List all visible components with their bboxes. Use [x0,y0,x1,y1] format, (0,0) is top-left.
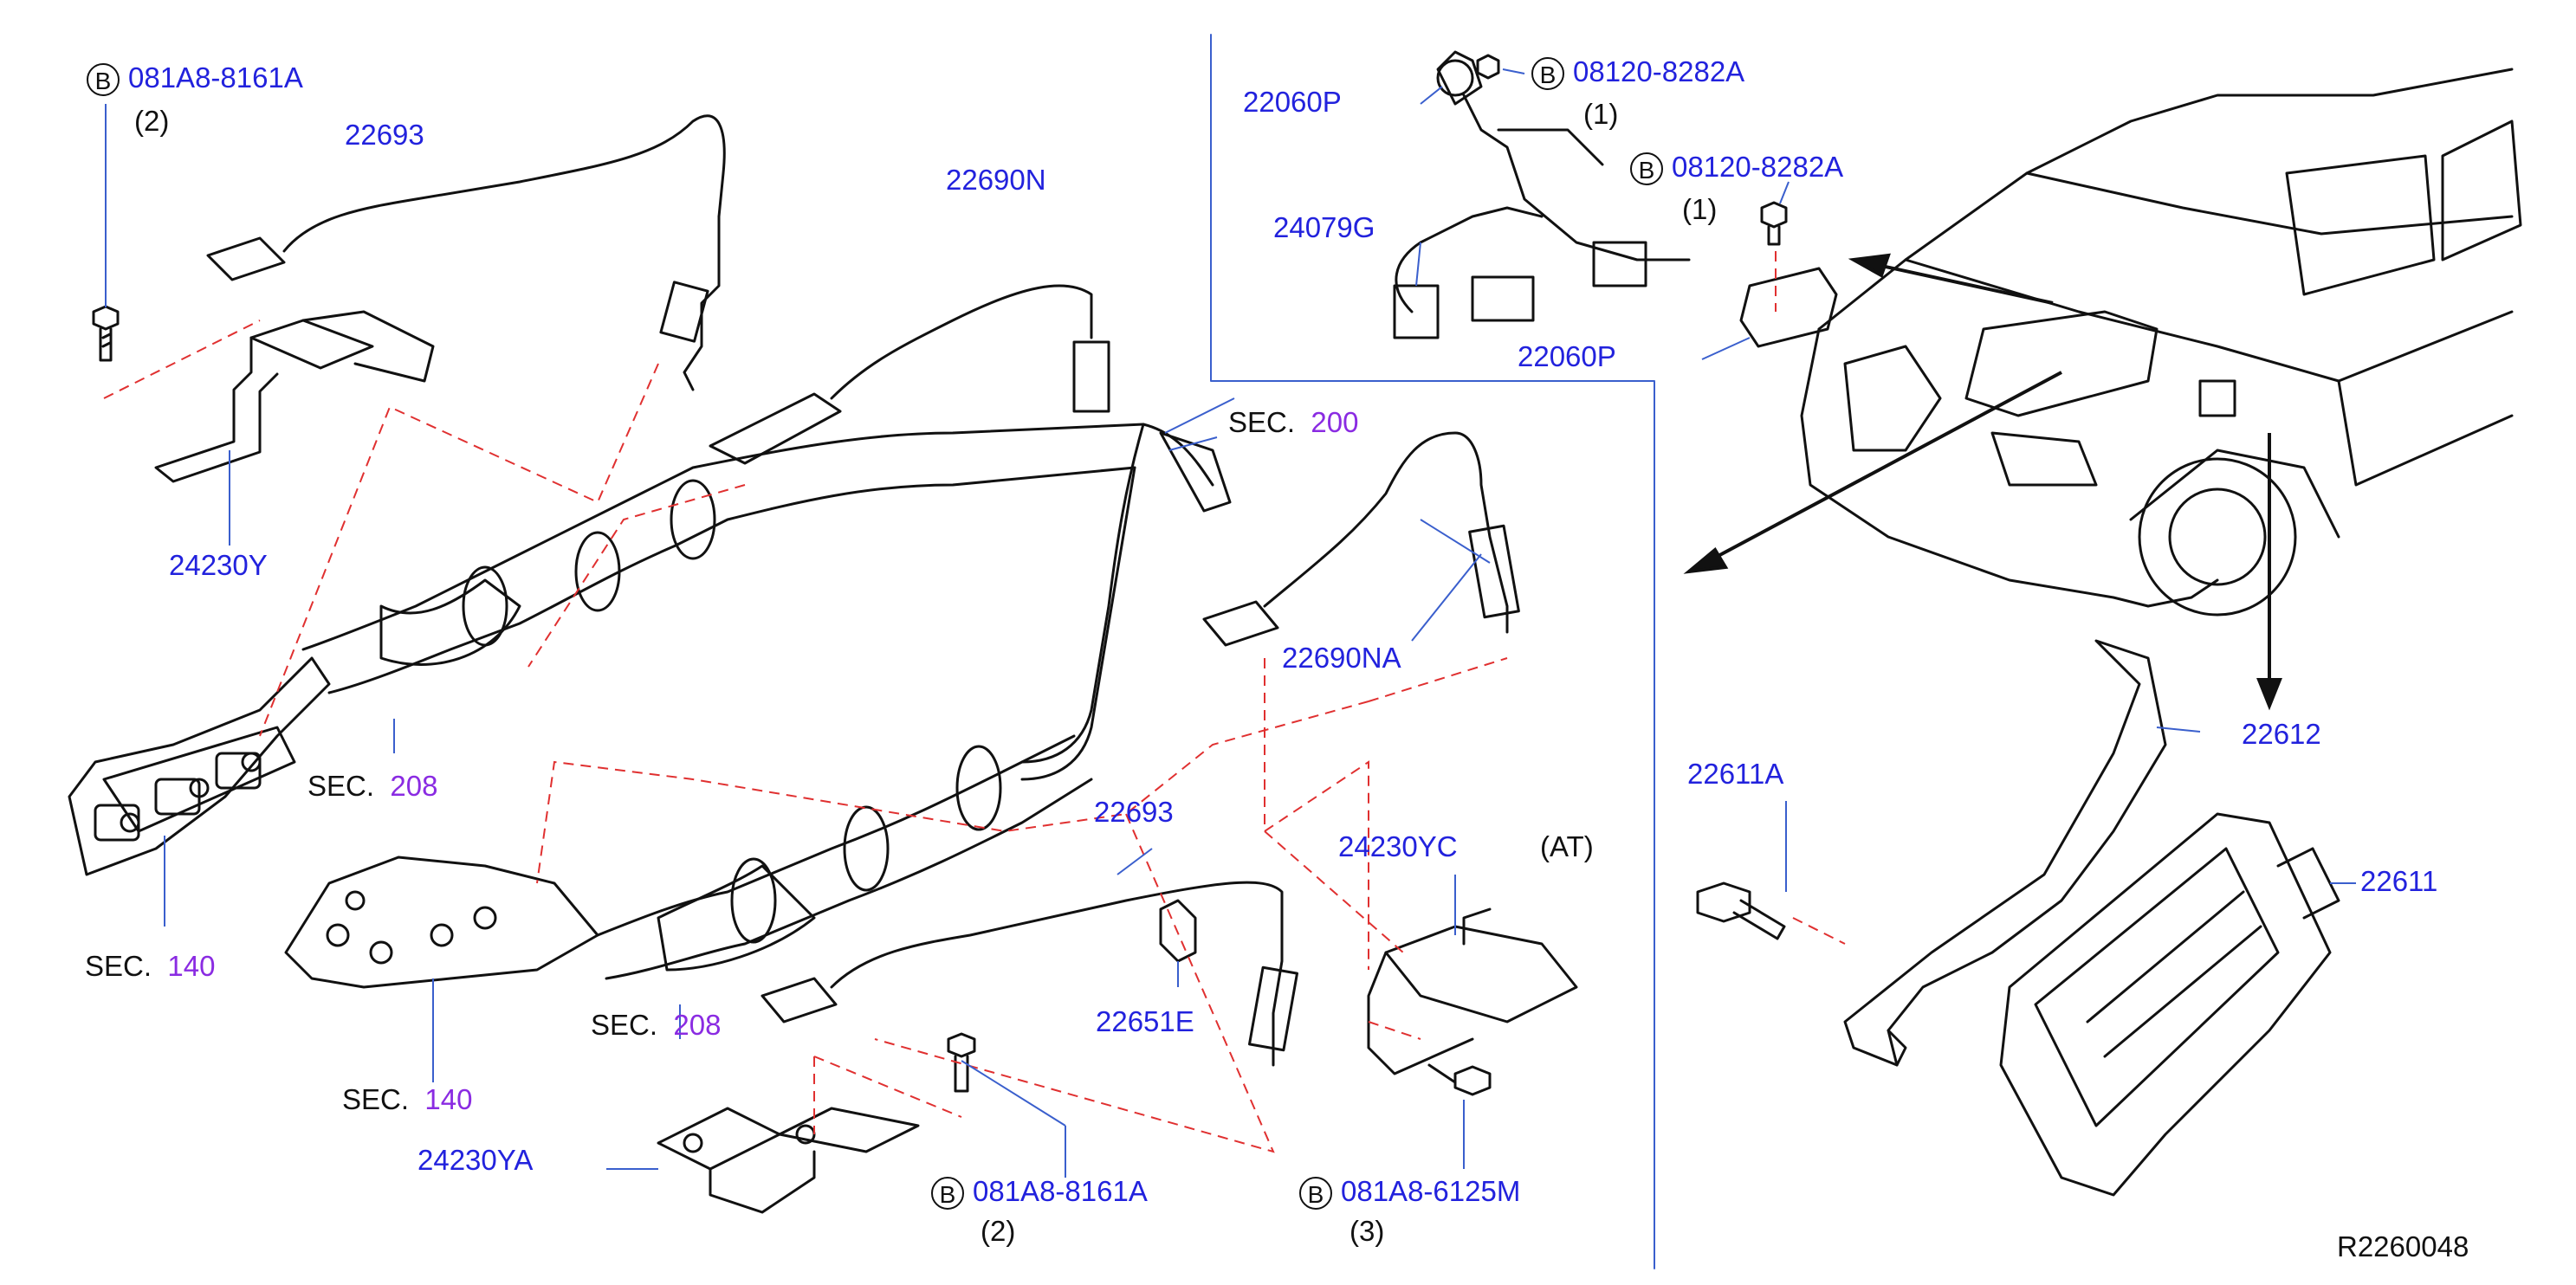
quantity: (2) [134,105,170,137]
part-number: 081A8-8161A [973,1175,1148,1207]
section-208-lower: SEC. 208 [591,1010,721,1041]
manifold-right [284,856,599,989]
bolt-22611A [1696,881,1786,940]
reference-number: R2260048 [2337,1230,2469,1262]
bolt-symbol-b: B [1531,57,1564,91]
section-200: SEC. 200 [1228,407,1358,438]
bolt-symbol-b: B [931,1177,964,1211]
part-24230YC: 24230YC [1338,830,1458,862]
bracket-24230YA [657,1107,920,1214]
section-140-lower: SEC. 140 [342,1084,472,1115]
part-22651E: 22651E [1096,1005,1194,1037]
quantity: (3) [1349,1215,1385,1247]
bolt-08120-8282A-upper [1476,54,1500,80]
callout-08120-8282A-lower: B 08120-8282A [1630,151,1844,186]
bolt-symbol-b: B [1299,1177,1332,1211]
part-22060P-top: 22060P [1243,86,1342,118]
bolt-symbol-b: B [87,63,120,97]
bolt-081A8-6125M [1427,1063,1492,1096]
ecm-22611 [1999,812,2340,1197]
part-22060P-bottom: 22060P [1518,340,1616,372]
quantity: (1) [1583,98,1619,130]
note-at: (AT) [1540,830,1594,862]
exhaust-pipe-lower [596,734,1093,980]
section-label: SEC. [307,770,375,802]
part-24230YA: 24230YA [417,1144,534,1176]
exhaust-pipe-upper [301,423,1232,781]
bolt-symbol-b: B [1630,152,1663,186]
part-22612: 22612 [2242,718,2321,750]
sensor-22693-top [206,114,726,391]
part-24230Y: 24230Y [169,549,268,581]
sensor-22690N [709,284,1110,465]
clip-22651E [1159,899,1197,963]
part-22611: 22611 [2360,865,2438,897]
bolt-081A8-8161A-top [92,305,120,362]
section-label: SEC. [1228,406,1296,438]
part-number: 081A8-8161A [128,61,303,94]
bracket-24230Y [154,310,435,483]
part-22690NA: 22690NA [1282,642,1401,674]
truck-illustration [1800,68,2522,617]
section-number: 140 [424,1083,473,1115]
part-22693-mid: 22693 [1094,796,1174,828]
ecm-sensor-box [1739,267,1838,348]
quantity: (1) [1682,193,1718,225]
part-24079G: 24079G [1273,211,1375,243]
bolt-08120-8282A-lower [1760,201,1788,246]
section-number: 208 [673,1009,722,1041]
bracket-24230YC [1367,907,1578,1075]
callout-08120-8282A-upper: B 08120-8282A [1531,55,1745,91]
quantity: (2) [981,1215,1016,1247]
section-label: SEC. [591,1009,658,1041]
section-140-upper: SEC. 140 [85,951,215,982]
callout-081A8-8161A-bottom: B 081A8-8161A [931,1175,1148,1211]
section-label: SEC. [85,950,152,982]
part-22690N: 22690N [946,164,1046,196]
bracket-22612 [1843,639,2167,1067]
section-label: SEC. [342,1083,410,1115]
knock-sensor-harness [1393,50,1691,339]
part-22611A: 22611A [1687,758,1784,790]
part-number: 081A8-6125M [1341,1175,1521,1207]
part-number: 08120-8282A [1573,55,1745,87]
part-number: 08120-8282A [1672,151,1844,183]
manifold-left [68,656,331,876]
part-22693-top: 22693 [345,119,424,151]
bolt-081A8-8161A-bottom [947,1032,976,1093]
sensor-22690NA [1202,431,1520,647]
section-208-upper: SEC. 208 [307,771,437,802]
section-number: 200 [1311,406,1359,438]
section-number: 208 [390,770,438,802]
inset-border [1210,34,1655,1269]
section-number: 140 [167,950,216,982]
sensor-22693-mid [761,881,1299,1067]
callout-081A8-6125M: B 081A8-6125M [1299,1175,1521,1211]
